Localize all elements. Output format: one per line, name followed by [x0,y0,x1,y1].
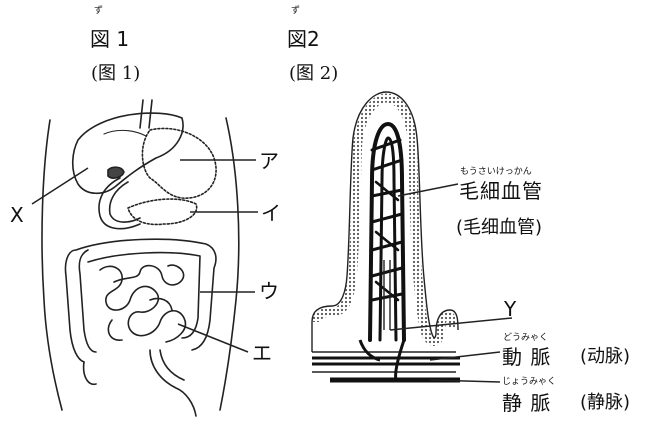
capillary-label: 毛細血管 [459,180,543,202]
vein-cn: (静脉) [580,393,630,413]
vein-label: 静 脈 [502,392,551,414]
label-y: Y [504,298,516,320]
leader-capillary [398,184,458,196]
artery-label: 動 脈 [502,346,551,368]
capillary-ruby: もうさいけっかん [460,168,532,177]
leader-artery [430,352,500,360]
capillary-cn: (毛细血管) [456,218,542,238]
capillary-network [370,124,404,340]
artery-cn: (动脉) [580,347,630,367]
vein-ruby: じょうみゃく [502,378,556,387]
artery-ruby: どうみゃく [503,334,548,343]
